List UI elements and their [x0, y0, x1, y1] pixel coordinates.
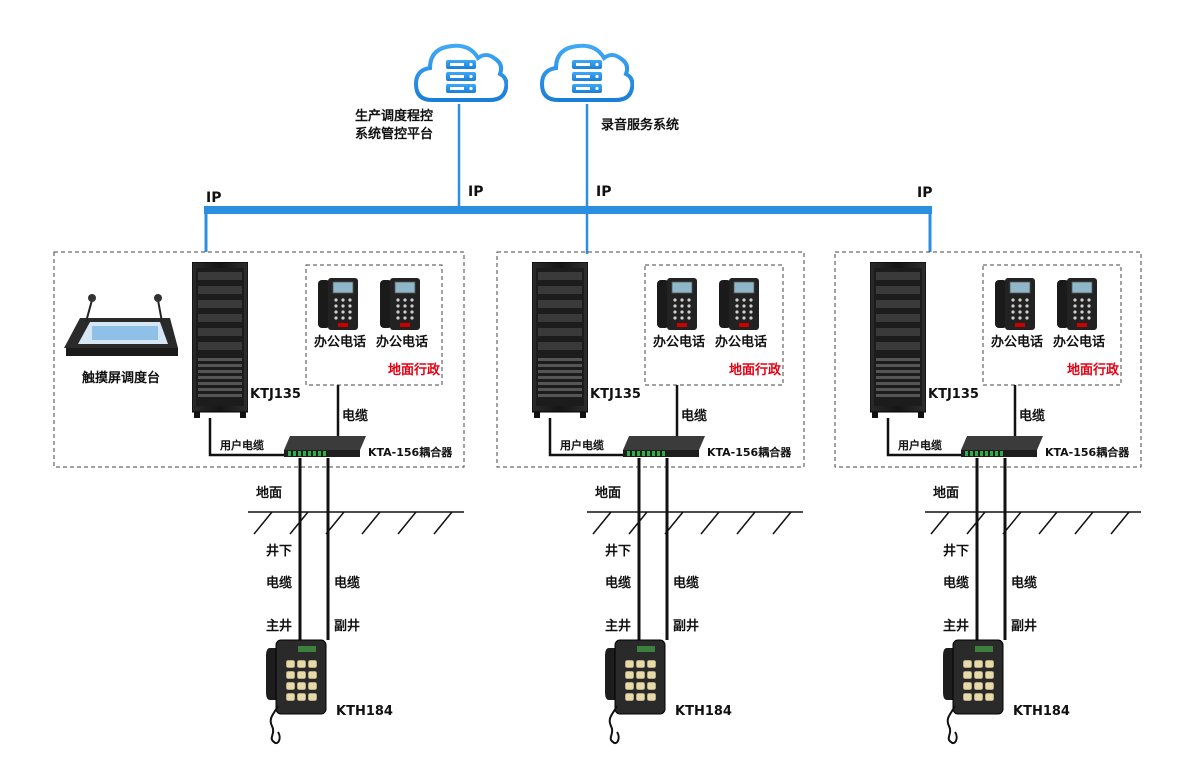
user-cable	[548, 418, 623, 457]
coupler-icon	[623, 436, 705, 457]
right-cable-label: 电缆	[673, 575, 699, 591]
mine-phone-label: KTH184	[675, 704, 732, 719]
mine-phone-icon	[604, 639, 666, 745]
right-cable-label: 电缆	[1011, 575, 1037, 591]
server-rack-icon	[192, 262, 248, 418]
main-shaft-label: 主井	[266, 618, 292, 634]
underground-label: 井下	[605, 543, 631, 559]
left-cable-label: 电缆	[943, 575, 969, 591]
console-label: 触摸屏调度台	[81, 370, 160, 386]
ground-label: 地面	[595, 485, 621, 501]
ip-label-4: IP	[917, 185, 932, 201]
coupler-label: KTA-156耦合器	[1045, 445, 1130, 459]
right-cable-label: 电缆	[334, 575, 360, 591]
surface-boundary	[834, 251, 1142, 468]
ground-hatch	[248, 511, 464, 535]
office-phone-label: 办公电话	[376, 334, 428, 350]
admin-cable-label: 电缆	[681, 408, 707, 424]
main-shaft-label: 主井	[943, 618, 969, 634]
surface-boundary	[496, 251, 805, 468]
cloud-right-label: 录音服务系统	[601, 117, 679, 133]
user-cable-label: 用户电缆	[220, 438, 264, 452]
server-cloud-icon	[540, 43, 634, 102]
office-phone-icon	[995, 277, 1035, 330]
server-rack-icon	[870, 262, 926, 418]
office-phone-label: 办公电话	[314, 334, 366, 350]
mine-phone-icon	[942, 639, 1004, 745]
underground-label: 井下	[943, 543, 969, 559]
coupler-icon	[961, 436, 1043, 457]
dispatch-console-icon	[64, 294, 178, 356]
admin-cable-label: 电缆	[1019, 408, 1045, 424]
mine-phone-icon	[265, 639, 327, 745]
cloud-left: 生产调度程控 系统管控平台	[355, 43, 508, 142]
admin-label: 地面行政	[388, 362, 441, 378]
coupler-icon	[284, 436, 366, 457]
office-phone-icon	[318, 277, 358, 330]
office-phone-label: 办公电话	[653, 334, 705, 350]
user-cable-label: 用户电缆	[560, 438, 604, 452]
office-phone-label: 办公电话	[715, 334, 767, 350]
server-cloud-icon	[414, 43, 508, 102]
cloud-left-label-line1: 生产调度程控	[355, 108, 433, 124]
aux-shaft-label: 副井	[673, 618, 699, 634]
coupler-label: KTA-156耦合器	[707, 445, 792, 459]
stations: KTJ135触摸屏调度台办公电话办公电话地面行政KTA-156耦合器用户电缆电缆…	[53, 251, 1142, 745]
station-2: KTJ135办公电话办公电话地面行政KTA-156耦合器用户电缆电缆地面井下电缆…	[496, 251, 805, 745]
station-1: KTJ135触摸屏调度台办公电话办公电话地面行政KTA-156耦合器用户电缆电缆…	[53, 251, 465, 745]
user-cable	[886, 418, 961, 457]
rack-label: KTJ135	[928, 387, 979, 402]
office-phone-label: 办公电话	[991, 334, 1043, 350]
ground-label: 地面	[933, 485, 959, 501]
mine-phone-label: KTH184	[336, 704, 393, 719]
admin-boundary	[305, 264, 443, 386]
office-phone-label: 办公电话	[1053, 334, 1105, 350]
admin-cable-label: 电缆	[342, 408, 368, 424]
office-phone-icon	[657, 277, 697, 330]
aux-shaft-label: 副井	[334, 618, 360, 634]
ip-label-1: IP	[206, 190, 221, 206]
station-3: KTJ135办公电话办公电话地面行政KTA-156耦合器用户电缆电缆地面井下电缆…	[834, 251, 1142, 745]
office-phone-icon	[719, 277, 759, 330]
user-cable	[208, 418, 284, 457]
user-cable-label: 用户电缆	[898, 438, 942, 452]
admin-boundary	[982, 264, 1122, 386]
admin-label: 地面行政	[729, 362, 782, 378]
ip-label-3: IP	[596, 184, 611, 200]
main-shaft-label: 主井	[605, 618, 631, 634]
surface-boundary	[53, 251, 465, 468]
rack-label: KTJ135	[590, 387, 641, 402]
aux-shaft-label: 副井	[1011, 618, 1037, 634]
cloud-left-label-line2: 系统管控平台	[355, 126, 433, 142]
mine-phone-label: KTH184	[1013, 704, 1070, 719]
office-phone-icon	[380, 277, 420, 330]
office-phone-icon	[1057, 277, 1097, 330]
ground-hatch	[925, 511, 1141, 535]
admin-boundary	[644, 264, 784, 386]
ip-network	[204, 104, 932, 254]
coupler-label: KTA-156耦合器	[368, 445, 453, 459]
cloud-right: 录音服务系统	[540, 43, 679, 133]
rack-label: KTJ135	[250, 387, 301, 402]
ip-label-2: IP	[468, 184, 483, 200]
underground-label: 井下	[266, 543, 292, 559]
left-cable-label: 电缆	[266, 575, 292, 591]
left-cable-label: 电缆	[605, 575, 631, 591]
server-rack-icon	[532, 262, 588, 418]
admin-label: 地面行政	[1067, 362, 1120, 378]
ground-label: 地面	[256, 485, 282, 501]
ground-hatch	[587, 511, 803, 535]
ip-backbone	[204, 206, 932, 214]
